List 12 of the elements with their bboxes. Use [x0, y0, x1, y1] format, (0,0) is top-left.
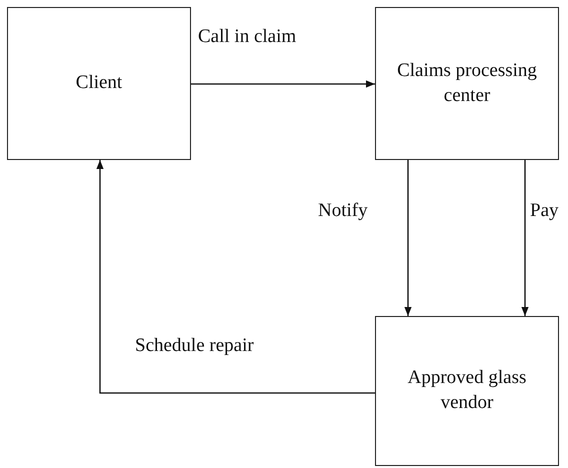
process-box: [7, 7, 191, 160]
arrow: [521, 160, 529, 316]
process-box: [375, 7, 559, 160]
node-label: Client: [76, 71, 122, 96]
edge-label: Schedule repair: [135, 335, 254, 357]
node-label: Approved glass vendor: [406, 366, 528, 415]
edge-label: Notify: [318, 200, 368, 222]
node-label: Claims processing center: [396, 58, 538, 108]
arrow: [96, 160, 375, 394]
process-box: [375, 316, 559, 466]
arrow: [404, 160, 412, 316]
arrow: [191, 80, 375, 88]
